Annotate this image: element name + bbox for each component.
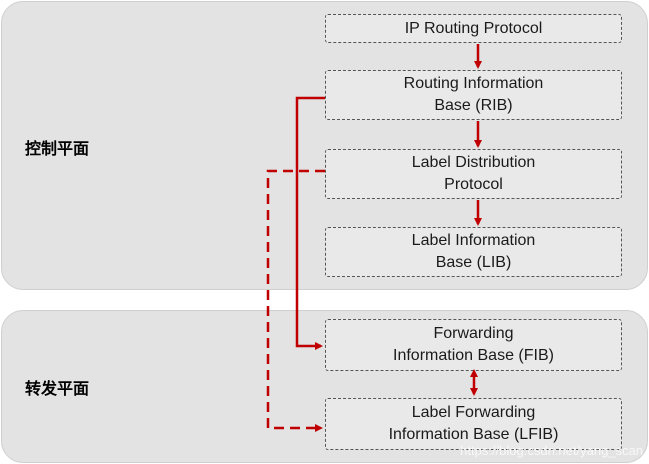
- forwarding-plane-label: 转发平面: [25, 379, 90, 398]
- lfib-box: Label Forwarding Information Base (LFIB): [325, 398, 622, 450]
- ip-routing-protocol-box: IP Routing Protocol: [325, 14, 622, 43]
- control-plane-label: 控制平面: [25, 139, 90, 158]
- watermark-text: https://blog.csdn.net/yang_scan: [460, 443, 643, 458]
- arrow-ldp-to-lfib: [266, 169, 325, 432]
- lib-box: Label Information Base (LIB): [325, 227, 622, 277]
- rib-box: Routing Information Base (RIB): [325, 70, 622, 120]
- fib-box: Forwarding Information Base (FIB): [325, 319, 622, 371]
- ldp-box: Label Distribution Protocol: [325, 149, 622, 199]
- arrow-rib-to-fib: [295, 96, 325, 350]
